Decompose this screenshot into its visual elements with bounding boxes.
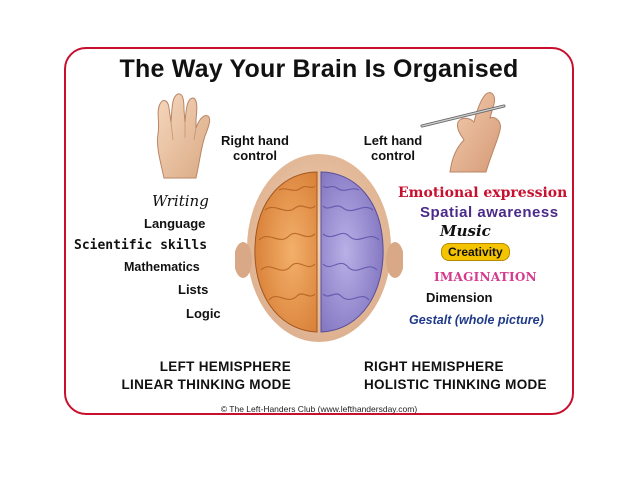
word-logic: Logic xyxy=(186,306,221,321)
word-language: Language xyxy=(144,216,206,231)
right-hemisphere-caption: RIGHT HEMISPHERE HOLISTIC THINKING MODE xyxy=(364,359,547,392)
writing-hand-icon xyxy=(420,92,506,173)
open-hand-icon xyxy=(157,93,211,179)
word-gestalt: Gestalt (whole picture) xyxy=(409,313,544,327)
word-creativity: Creativity xyxy=(441,243,510,261)
left-hand-control-label: Left hand control xyxy=(363,133,423,163)
left-hemisphere-caption: LEFT HEMISPHERE LINEAR THINKING MODE xyxy=(121,359,291,392)
right-hand-control-label: Right hand control xyxy=(221,133,289,163)
poster-title: The Way Your Brain Is Organised xyxy=(119,55,519,83)
copyright-notice: © The Left-Handers Club (www.lefthanders… xyxy=(220,404,418,414)
word-emotional-expression: Emotional expression xyxy=(398,185,568,201)
word-scientific-skills: Scientific skills xyxy=(74,238,208,253)
word-dimension: Dimension xyxy=(426,290,493,305)
word-music: Music xyxy=(440,222,491,240)
word-writing: Writing xyxy=(152,192,209,210)
word-imagination: IMAGINATION xyxy=(434,270,537,284)
word-spatial-awareness: Spatial awareness xyxy=(420,204,559,221)
word-lists: Lists xyxy=(178,282,209,297)
word-mathematics: Mathematics xyxy=(124,260,200,274)
brain-icon xyxy=(235,154,403,342)
